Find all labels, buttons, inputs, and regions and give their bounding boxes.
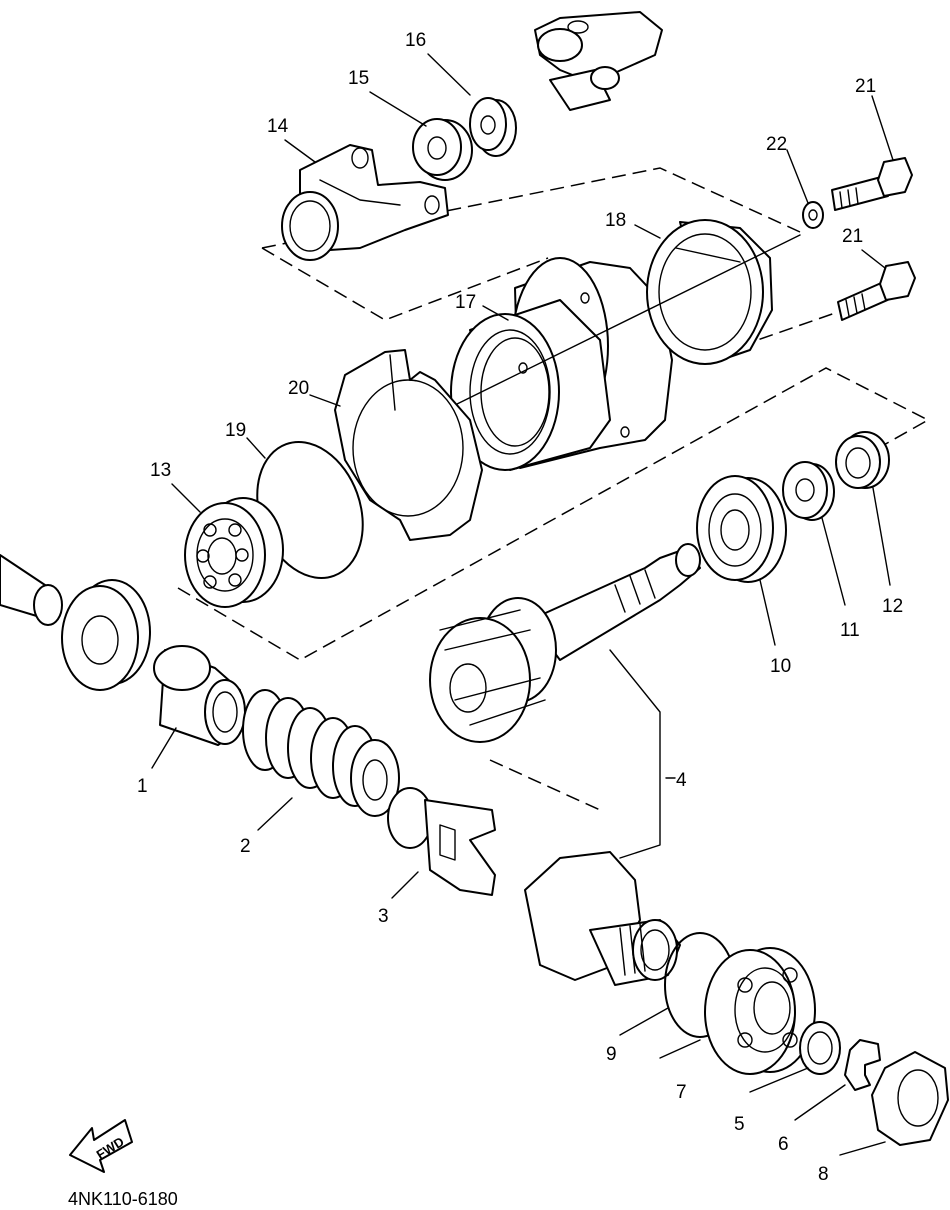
- callout-12: 12: [882, 596, 903, 617]
- bearing-part-13: [184, 497, 284, 608]
- callout-19: 19: [225, 420, 246, 441]
- bolt-part-21-lower: [837, 261, 916, 321]
- callout-1: 1: [137, 776, 148, 797]
- callout-15: 15: [348, 68, 369, 89]
- housing-part-17: [450, 257, 673, 471]
- callout-2: 2: [240, 836, 251, 857]
- callout-21-upper: 21: [855, 76, 876, 97]
- bolt-part-21-upper: [831, 157, 913, 211]
- callout-17: 17: [455, 292, 476, 313]
- callout-21-lower: 21: [842, 226, 863, 247]
- washer-part-22: [802, 201, 824, 229]
- nut-part-8: [871, 1051, 949, 1146]
- callout-22: 22: [766, 134, 787, 155]
- bearing-part-7: [704, 947, 816, 1075]
- pinion-gear-part-4: [429, 543, 701, 743]
- callout-13: 13: [150, 460, 171, 481]
- callout-18: 18: [605, 210, 626, 231]
- fwd-arrow-icon: FWD: [69, 1119, 133, 1173]
- middle-assembly-box: [177, 367, 930, 811]
- callout-labels: 1 2 3 4 5 6 7 8 9 10 11 12 13 14 15 16 1…: [137, 30, 903, 1185]
- callout-4: 4: [676, 770, 687, 791]
- callout-6: 6: [778, 1134, 789, 1155]
- cam-part-3: [387, 787, 496, 896]
- leader-lines: [151, 53, 894, 1156]
- callout-14: 14: [267, 116, 289, 137]
- figure-code: 4NK110-6180: [68, 1189, 178, 1209]
- washer-part-15: [412, 118, 473, 181]
- callout-11: 11: [840, 620, 860, 641]
- yoke-part-14: [281, 144, 449, 261]
- callout-20: 20: [288, 378, 309, 399]
- callout-9: 9: [606, 1044, 617, 1065]
- plate-part-20: [334, 349, 483, 541]
- collar-part-1: [153, 645, 246, 746]
- ring-part-18: [646, 219, 773, 365]
- spring-part-2: [242, 689, 400, 817]
- callout-8: 8: [818, 1164, 829, 1185]
- drive-shaft-end: [0, 554, 63, 626]
- bearing-part-10: [696, 475, 787, 583]
- left-bearing: [61, 579, 151, 691]
- universal-joint: [534, 11, 663, 111]
- nut-part-16: [469, 97, 517, 157]
- washer-part-5: [799, 1021, 841, 1075]
- callout-16: 16: [405, 30, 426, 51]
- washer-part-11: [782, 461, 835, 521]
- housing-axis: [454, 234, 801, 406]
- ring-gear: [524, 851, 681, 986]
- lockwasher-part-6: [844, 1039, 881, 1091]
- callout-10: 10: [770, 656, 791, 677]
- seal-part-12: [835, 431, 890, 489]
- callout-5: 5: [734, 1114, 745, 1135]
- callout-7: 7: [676, 1082, 687, 1103]
- callout-3: 3: [378, 906, 389, 927]
